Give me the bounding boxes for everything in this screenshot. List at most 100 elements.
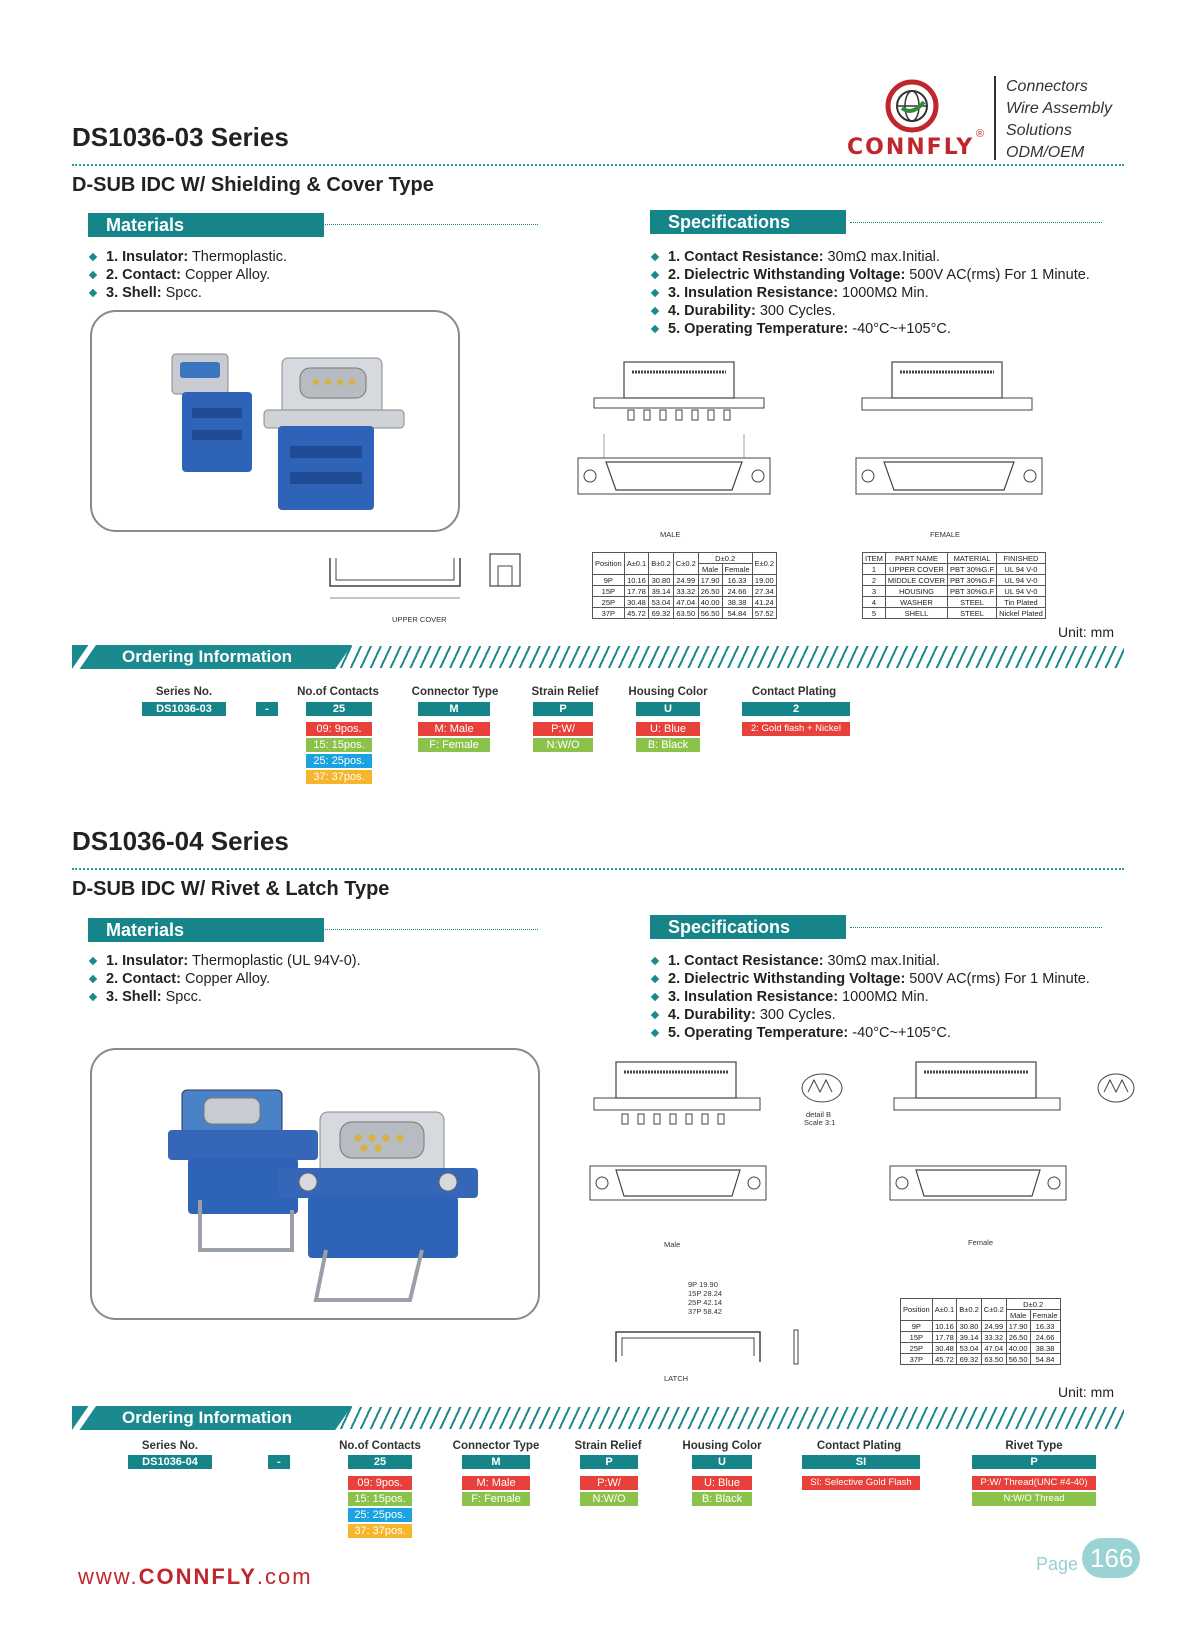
female-label: Female: [968, 1238, 994, 1247]
specifications-heading: Specifications: [650, 915, 846, 939]
ordering-option: M: Male: [418, 722, 490, 736]
divider: [850, 927, 1102, 928]
ordering-col-label: Series No.: [141, 1440, 199, 1452]
ordering-col-label: Rivet Type: [1005, 1440, 1063, 1452]
list-item: 2. Dielectric Withstanding Voltage: 500V…: [650, 266, 1090, 284]
connector-illustration-icon: [171, 353, 405, 510]
ordering-col-label: Connector Type: [452, 1440, 540, 1452]
list-item: 3. Shell: Spcc.: [88, 988, 361, 1006]
ordering-option: 2: Gold flash + Nickel: [742, 722, 850, 736]
ordering-col-value: 2: [742, 702, 850, 716]
upper-cover-drawing: [300, 538, 540, 628]
registered-mark: ®: [976, 128, 985, 140]
ordering-col-value: SI: [802, 1455, 920, 1469]
ordering-option: U: Blue: [636, 722, 700, 736]
upper-cover-label: UPPER COVER: [392, 615, 447, 624]
ordering-option: N:W/O Thread: [972, 1492, 1096, 1506]
list-item: 5. Operating Temperature: -40°C~+105°C.: [650, 1024, 1090, 1042]
ordering-option: N:W/O: [580, 1492, 638, 1506]
series-subtitle: D-SUB IDC W/ Rivet & Latch Type: [72, 878, 390, 900]
detail-label: detail B: [806, 1110, 832, 1119]
ordering-col-label: No.of Contacts: [339, 1440, 421, 1452]
female-label: FEMALE: [930, 530, 961, 539]
ordering-separator: -: [256, 702, 278, 716]
brand-tagline: Connectors Wire Assembly Solutions ODM/O…: [1006, 76, 1112, 164]
list-item: 2. Contact: Copper Alloy.: [88, 266, 287, 284]
ordering-option: M: Male: [462, 1476, 530, 1490]
ordering-option: 15: 15pos.: [306, 738, 372, 752]
ordering-option: 25: 25pos.: [348, 1508, 412, 1522]
scale-label: Scale 3:1: [804, 1118, 836, 1127]
ordering-col-value: P: [972, 1455, 1096, 1469]
ordering-option: 37: 37pos.: [348, 1524, 412, 1538]
ordering-col-label: Strain Relief: [531, 686, 599, 698]
list-item: 1. Contact Resistance: 30mΩ max.Initial.: [650, 248, 1090, 266]
ordering-col-value: DS1036-04: [128, 1455, 212, 1469]
materials-list: 1. Insulator: Thermoplastic (UL 94V-0). …: [88, 952, 361, 1006]
tagline-line: Wire Assembly: [1006, 100, 1112, 117]
materials-heading: Materials: [88, 213, 324, 237]
list-item: 3. Insulation Resistance: 1000MΩ Min.: [650, 988, 1090, 1006]
latch-dims: 9P 19.90 15P 28.24 25P 42.14 37P 58.42: [688, 1280, 723, 1316]
series-subtitle: D-SUB IDC W/ Shielding & Cover Type: [72, 174, 434, 196]
list-item: 1. Insulator: Thermoplastic.: [88, 248, 287, 266]
male-drawing: [586, 1048, 786, 1238]
list-item: 1. Contact Resistance: 30mΩ max.Initial.: [650, 952, 1090, 970]
ordering-col-value: U: [692, 1455, 752, 1469]
materials-heading: Materials: [88, 918, 324, 942]
ordering-col-value: 25: [348, 1455, 412, 1469]
product-photo: [90, 310, 460, 532]
website-link[interactable]: www.CONNFLY.com: [78, 1564, 313, 1589]
ordering-option: 25: 25pos.: [306, 754, 372, 768]
ordering-option: B: Black: [692, 1492, 752, 1506]
ordering-col-label: Series No.: [155, 686, 213, 698]
ordering-option: F: Female: [462, 1492, 530, 1506]
unit-label: Unit: mm: [1058, 1384, 1114, 1400]
ordering-option: SI: Selective Gold Flash: [802, 1476, 920, 1490]
table-header: Position A±0.1 B±0.2 C±0.2 D±0.2 E±0.2: [592, 552, 778, 575]
ordering-option: P:W/: [533, 722, 593, 736]
ordering-option: 09: 9pos.: [348, 1476, 412, 1490]
ordering-heading: Ordering Information: [72, 1406, 352, 1430]
series-title: DS1036-04 Series: [72, 826, 289, 856]
list-item: 1. Insulator: Thermoplastic (UL 94V-0).: [88, 952, 361, 970]
detail-drawing: [1092, 1060, 1142, 1120]
list-item: 3. Shell: Spcc.: [88, 284, 287, 302]
table-header: Position A±0.1 B±0.2 C±0.2 D±0.2: [900, 1298, 1061, 1321]
ordering-col-label: Housing Color: [628, 686, 708, 698]
tagline-line: ODM/OEM: [1006, 144, 1085, 161]
specifications-heading: Specifications: [650, 210, 846, 234]
globe-logo-icon: [885, 79, 939, 133]
brand-divider: [994, 76, 996, 160]
ordering-option: N:W/O: [533, 738, 593, 752]
detail-drawing: [792, 1060, 852, 1120]
ordering-col-value: P: [580, 1455, 638, 1469]
page-number-badge: 166: [1082, 1538, 1140, 1578]
divider: [72, 164, 1124, 166]
ordering-col-label: Contact Plating: [751, 686, 837, 698]
latch-label: LATCH: [664, 1374, 689, 1383]
divider: [240, 929, 538, 930]
page-label: Page: [1036, 1554, 1079, 1574]
ordering-option: 15: 15pos.: [348, 1492, 412, 1506]
ordering-separator: -: [268, 1455, 290, 1469]
ordering-col-label: No.of Contacts: [297, 686, 379, 698]
divider: [72, 868, 1124, 870]
ordering-col-value: 25: [306, 702, 372, 716]
ordering-col-value: M: [462, 1455, 530, 1469]
divider: [240, 224, 538, 225]
brand-name: CONNFLY: [847, 135, 975, 160]
ordering-col-label: Contact Plating: [816, 1440, 902, 1452]
unit-label: Unit: mm: [1058, 624, 1114, 640]
female-drawing: [886, 1048, 1086, 1238]
ordering-option: P:W/: [580, 1476, 638, 1490]
